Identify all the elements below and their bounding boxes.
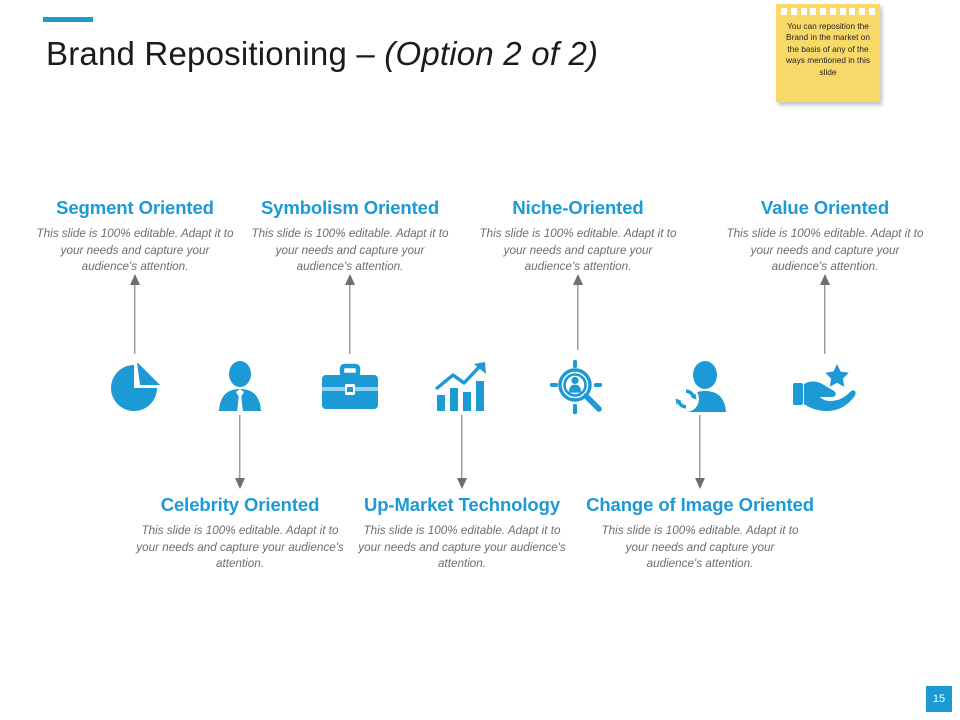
top-label-segment-oriented: Segment Oriented This slide is 100% edit…	[35, 197, 235, 276]
bottom-label-body: This slide is 100% editable. Adapt it to…	[601, 524, 799, 570]
bottom-label-title: Celebrity Oriented	[160, 494, 320, 515]
bottom-label-title: Change of Image Oriented	[586, 494, 814, 515]
growth-bar-chart-icon	[426, 358, 498, 418]
top-label-niche-oriented: Niche-Oriented This slide is 100% editab…	[478, 197, 678, 276]
sticky-note: You can reposition the Brand in the mark…	[776, 4, 880, 102]
bottom-label-change-of-image-oriented: Change of Image Oriented This slide is 1…	[578, 494, 823, 573]
top-label-title: Segment Oriented	[56, 197, 214, 218]
top-label-body: This slide is 100% editable. Adapt it to…	[36, 227, 234, 273]
page-title-emphasis: (Option 2 of 2)	[384, 35, 599, 72]
top-label-title: Niche-Oriented	[512, 197, 644, 218]
sticky-note-text: You can reposition the Brand in the mark…	[786, 21, 870, 77]
sticky-note-perforation	[776, 8, 880, 16]
bottom-label-celebrity-oriented: Celebrity Oriented This slide is 100% ed…	[135, 494, 345, 573]
top-label-body: This slide is 100% editable. Adapt it to…	[251, 227, 449, 273]
page-title: Brand Repositioning – (Option 2 of 2)	[46, 33, 598, 75]
bottom-label-title: Up-Market Technology	[363, 494, 561, 515]
bottom-label-body: This slide is 100% editable. Adapt it to…	[136, 524, 344, 570]
target-search-person-icon	[542, 358, 614, 418]
top-label-body: This slide is 100% editable. Adapt it to…	[726, 227, 924, 273]
pie-chart-icon	[99, 358, 171, 418]
top-label-title: Value Oriented	[760, 197, 890, 218]
person-refresh-icon	[664, 358, 736, 418]
bottom-label-up-market-technology: Up-Market Technology This slide is 100% …	[355, 494, 570, 573]
page-title-main: Brand Repositioning –	[46, 35, 385, 72]
title-accent-bar	[43, 17, 93, 22]
page-number-badge: 15	[926, 686, 952, 712]
hand-star-icon	[789, 358, 861, 418]
bottom-label-body: This slide is 100% editable. Adapt it to…	[358, 524, 566, 570]
top-label-symbolism-oriented: Symbolism Oriented This slide is 100% ed…	[250, 197, 450, 276]
briefcase-icon	[314, 358, 386, 418]
businessperson-icon	[204, 358, 276, 418]
top-label-body: This slide is 100% editable. Adapt it to…	[479, 227, 677, 273]
top-label-value-oriented: Value Oriented This slide is 100% editab…	[725, 197, 925, 276]
top-label-title: Symbolism Oriented	[260, 197, 440, 218]
